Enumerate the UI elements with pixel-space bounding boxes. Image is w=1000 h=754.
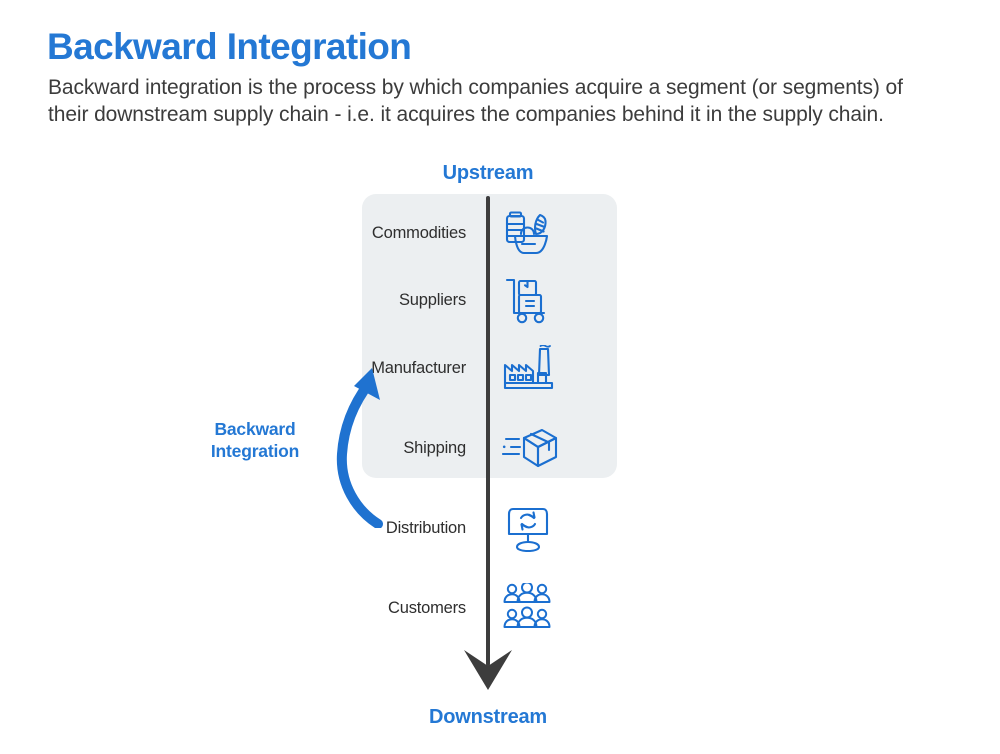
stage-label-customers: Customers — [388, 598, 466, 617]
callout-line-1: Backward — [214, 419, 296, 439]
people-group-icon — [478, 583, 602, 633]
chain-row[interactable]: Commodities — [360, 210, 620, 256]
backward-integration-arrow-icon — [336, 368, 383, 528]
callout-line-2: Integration — [210, 441, 300, 461]
stage-label-suppliers: Suppliers — [399, 290, 466, 309]
supply-chain-axis — [486, 196, 490, 666]
chain-row[interactable]: Distribution — [360, 504, 620, 552]
chain-row[interactable]: Suppliers — [360, 276, 620, 324]
stage-label-distribution: Distribution — [385, 518, 466, 537]
chain-row[interactable]: Shipping — [360, 425, 620, 471]
stage-label-shipping: Shipping — [403, 438, 466, 457]
page-description: Backward integration is the process by w… — [48, 76, 903, 126]
factory-icon — [478, 345, 602, 391]
backward-integration-callout: Backward Integration — [165, 418, 345, 462]
chain-row[interactable]: Customers — [360, 583, 620, 633]
monitor-refresh-icon — [478, 504, 602, 552]
flying-package-icon — [478, 425, 602, 471]
upstream-label: Upstream — [442, 162, 534, 184]
hand-truck-boxes-icon — [478, 276, 602, 324]
downstream-label: Downstream — [428, 706, 548, 728]
page-title: Backward Integration — [47, 26, 412, 67]
downstream-arrowhead-icon — [464, 650, 512, 690]
oil-barrel-corn-sack-icon — [478, 209, 602, 257]
stage-label-manufacturer: Manufacturer — [371, 358, 466, 377]
chain-row[interactable]: Manufacturer — [360, 345, 620, 391]
stage-label-commodities: Commodities — [371, 223, 466, 242]
